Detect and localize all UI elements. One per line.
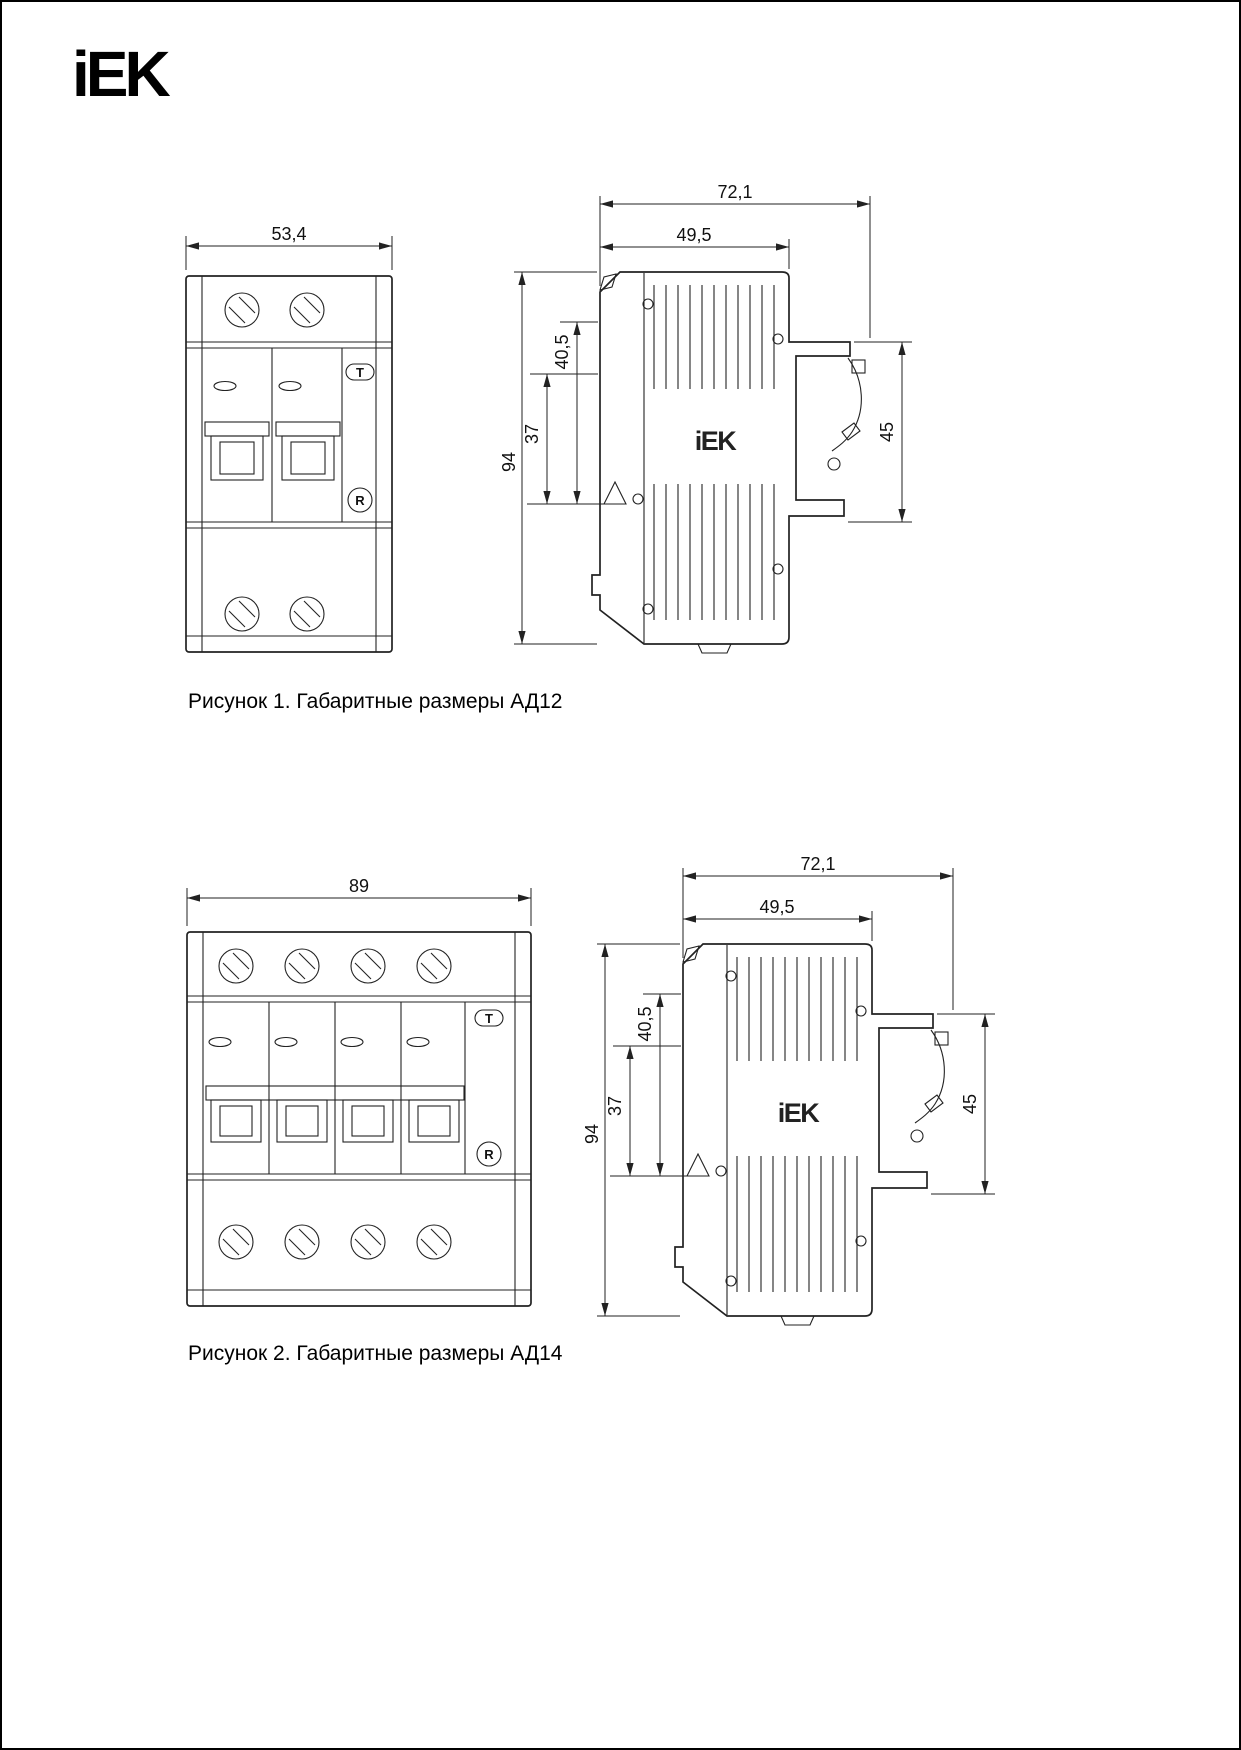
- din-rail-clip: [914, 1029, 949, 1124]
- figure1-front-view: 53,4 T: [185, 224, 393, 653]
- ventilation-ribs-top: [653, 285, 775, 389]
- svg-text:R: R: [355, 493, 365, 508]
- dim-rail-height: 45: [960, 1094, 980, 1114]
- dim-body-width: 49,5: [759, 897, 794, 917]
- dim-offset-b: 37: [522, 424, 542, 444]
- dimension-labels: 72,1 49,5 94 40,5 37 45: [499, 182, 897, 472]
- dim-height: 94: [499, 452, 519, 472]
- dim-rail-height: 45: [877, 422, 897, 442]
- breaker-front-body: T R: [185, 275, 393, 653]
- ventilation-ribs-bottom: [653, 484, 775, 620]
- mount-arrow-icon: [686, 1152, 710, 1177]
- figure2-front-view: 89: [186, 876, 532, 1307]
- dim-offset-a: 40,5: [552, 334, 572, 369]
- mount-arrow-icon: [603, 480, 627, 505]
- dim-width-label: 53,4: [271, 224, 306, 244]
- dim-height: 94: [582, 1124, 602, 1144]
- dimension-lines: [597, 868, 995, 1317]
- ventilation-ribs-top: [736, 957, 858, 1061]
- ventilation-ribs-bottom: [736, 1156, 858, 1292]
- breaker-side-body: iEK: [591, 271, 866, 654]
- reset-marking: R: [347, 487, 373, 513]
- dimension-lines: [514, 196, 912, 645]
- dim-offset-b: 37: [605, 1096, 625, 1116]
- dimension-labels: 72,1 49,5 94 40,5 37 45: [582, 854, 980, 1144]
- dim-overall-width: 72,1: [717, 182, 752, 202]
- figure2-side-view: 72,1 49,5 94 40,5 37 45: [582, 854, 995, 1326]
- toggle-handles: [204, 421, 341, 481]
- svg-text:T: T: [356, 365, 364, 380]
- width-dimension: 53,4: [185, 224, 393, 270]
- figure1-side-view: 72,1 49,5 94 40,5 37 45: [499, 182, 912, 654]
- screw-points: [715, 970, 924, 1287]
- brand-logo: iEK: [695, 426, 738, 456]
- toggle-lever: [599, 273, 617, 291]
- toggle-handles: [205, 1085, 465, 1143]
- din-rail-clip: [831, 357, 866, 452]
- reset-marking: R: [476, 1141, 502, 1167]
- breaker-front-body: T R: [186, 931, 532, 1307]
- dim-overall-width: 72,1: [800, 854, 835, 874]
- screw-points: [632, 298, 841, 615]
- test-button: T: [345, 363, 375, 381]
- svg-text:R: R: [484, 1147, 494, 1162]
- brand-logo: iEK: [778, 1098, 821, 1128]
- dim-offset-a: 40,5: [635, 1006, 655, 1041]
- figure1-caption: Рисунок 1. Габаритные размеры АД12: [188, 690, 563, 713]
- width-dimension: 89: [186, 876, 532, 926]
- toggle-lever: [682, 945, 700, 963]
- terminal-screws: [224, 292, 325, 632]
- svg-text:T: T: [485, 1011, 493, 1026]
- iek-logo: iEK: [72, 38, 171, 110]
- dim-width-label: 89: [349, 876, 369, 896]
- breaker-side-body: iEK: [674, 943, 949, 1326]
- test-button: T: [474, 1009, 504, 1027]
- figure2-caption: Рисунок 2. Габаритные размеры АД14: [188, 1342, 563, 1365]
- dim-body-width: 49,5: [676, 225, 711, 245]
